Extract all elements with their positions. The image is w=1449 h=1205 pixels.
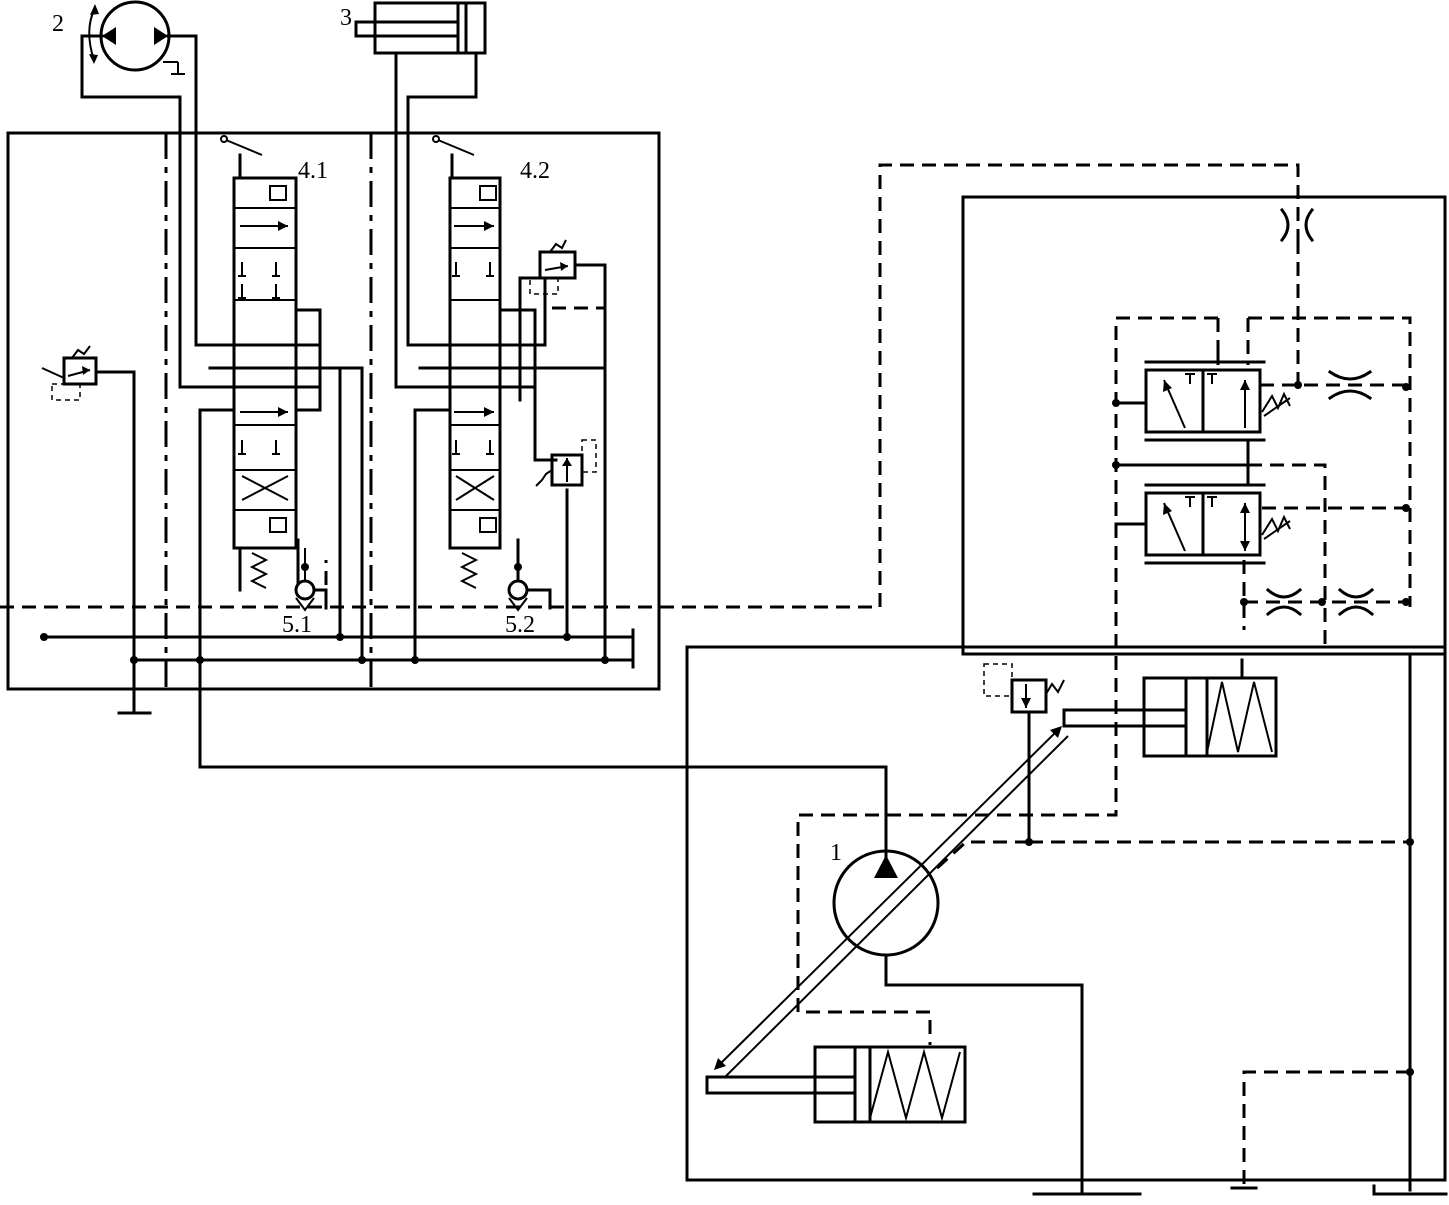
hydraulic-motor: 2 (52, 0, 185, 75)
relief-valve-4-2-upper (529, 239, 577, 295)
pump-label: 1 (830, 840, 842, 866)
valve-internal-lines (198, 263, 888, 862)
check-valve-5-1: 5.1 (282, 548, 316, 638)
check-valve-5-2: 5.2 (505, 563, 535, 638)
check-valve-5-2-label: 5.2 (505, 612, 535, 638)
control-valve-block (6, 131, 661, 691)
pump-block: 1 (685, 645, 1448, 1196)
relief-valve-main (41, 345, 152, 715)
directional-valve-4-1: 4.1 (208, 135, 328, 592)
valve-4-1-label: 4.1 (298, 158, 328, 184)
pilot-valve-block (796, 195, 1447, 1045)
directional-valve-4-2: 4.2 (418, 135, 607, 589)
relief-valve-4-2-lower (535, 306, 605, 487)
cylinder-label: 3 (340, 5, 352, 31)
actuator-lines (80, 34, 478, 389)
hydraulic-cylinder: 3 (340, 1, 487, 55)
motor-label: 2 (52, 11, 64, 37)
valve-4-2-label: 4.2 (520, 158, 550, 184)
return-rails (0, 163, 1300, 669)
check-valve-5-1-label: 5.1 (282, 612, 312, 638)
